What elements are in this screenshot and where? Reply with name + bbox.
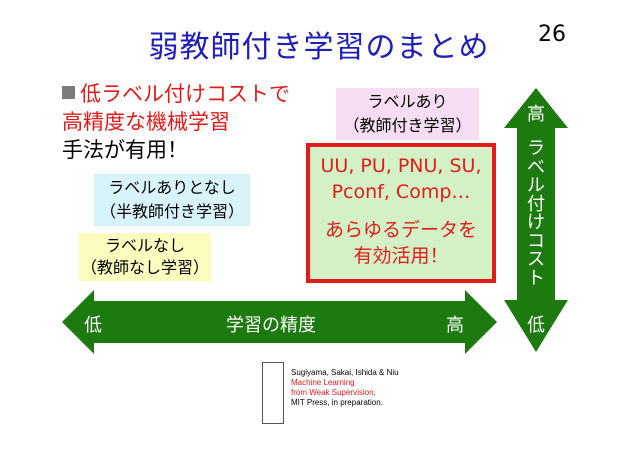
vertical-arrow [504,88,568,352]
cost-char: ラ [527,138,545,159]
bullet-line-2: 高精度な機械学習 [62,110,230,134]
accuracy-high-label: 高 [446,315,464,336]
bullet-line-3: 手法が有用！ [62,138,188,162]
citation: Sugiyama, Sakai, Ishida & Niu Machine Le… [291,368,399,408]
cost-low-label: 低 [527,315,545,336]
weakly-supervised-box: UU, PU, PNU, SU, Pconf, Comp… あらゆるデータを 有… [306,143,496,283]
cost-char: ベ [527,156,545,178]
unsupervised-box: ラベルなし （教師なし学習） [79,233,211,281]
horizontal-arrow [62,290,497,354]
bullet-square-icon [62,86,75,99]
accuracy-axis-label: 学習の精度 [226,315,316,336]
cost-high-label: 高 [527,104,545,125]
citation-publisher: MIT Press, in preparation. [291,398,383,407]
cost-char: け [527,212,545,233]
book-cover-thumbnail [262,362,284,424]
cost-axis-label: ラ ベ ル 付 け コ ス ト [526,138,546,289]
unsupervised-label: ラベルなし [104,236,185,255]
weak-slogan-line-2: 有効活用！ [353,245,449,267]
semi-supervised-sublabel: （半教師付き学習） [99,202,244,221]
supervised-label: ラベルあり [367,92,448,111]
weak-methods-line-2: Pconf, Comp… [331,181,471,203]
page-number: 26 [538,22,566,47]
cost-char: ル [527,175,545,196]
semi-supervised-label: ラベルありとなし [108,178,236,197]
citation-title-2: from Weak Supervision, [291,388,376,397]
unsupervised-sublabel: （教師なし学習） [80,258,209,277]
cost-char: ス [527,249,545,270]
semi-supervised-box: ラベルありとなし （半教師付き学習） [94,174,250,226]
cost-char: コ [527,230,545,252]
accuracy-low-label: 低 [84,315,102,336]
cost-char: 付 [527,193,545,215]
citation-authors: Sugiyama, Sakai, Ishida & Niu [291,368,399,377]
slide-title: 弱教師付き学習のまとめ [148,30,490,65]
weak-methods-line-1: UU, PU, PNU, SU, [320,155,482,177]
citation-title-1: Machine Learning [291,378,355,387]
supervised-sublabel: （教師付き学習） [343,116,472,135]
bullet-line-1: 低ラベル付けコストで [80,82,290,106]
supervised-box: ラベルあり （教師付き学習） [336,88,479,140]
weak-slogan-line-1: あらゆるデータを [324,219,477,241]
cost-char: ト [527,267,545,289]
